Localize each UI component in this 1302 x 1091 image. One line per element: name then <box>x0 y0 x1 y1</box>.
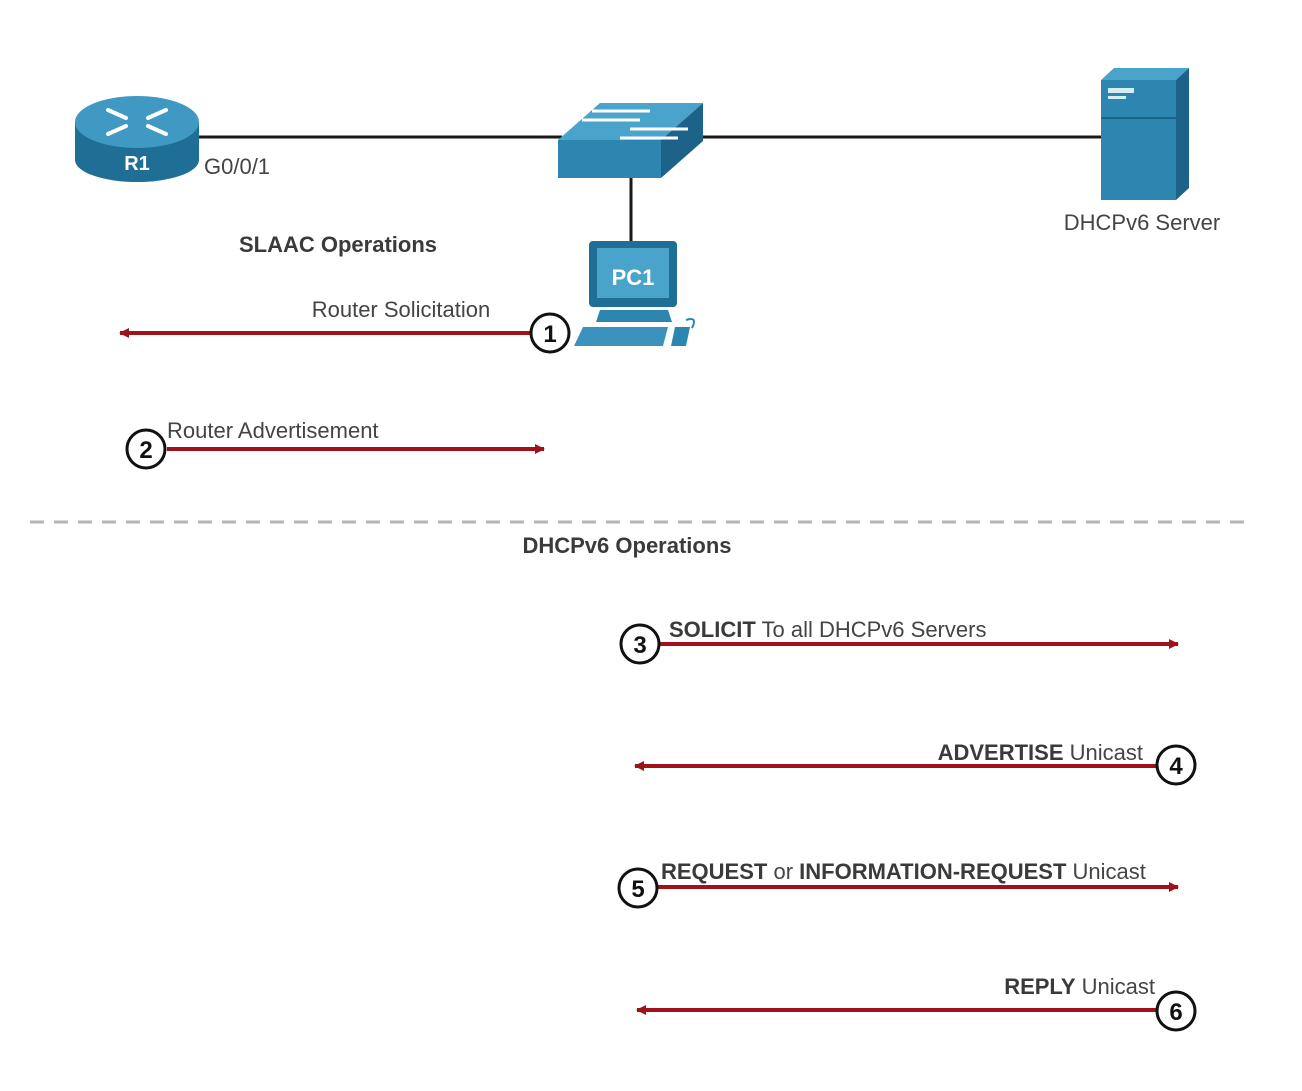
step-5-keyword-2: INFORMATION-REQUEST <box>799 859 1067 884</box>
step-5-detail: Unicast <box>1066 859 1145 884</box>
step-5-connector: or <box>767 859 799 884</box>
step-6-badge: 6 <box>1155 990 1197 1032</box>
svg-text:5: 5 <box>631 876 644 903</box>
server-label: DHCPv6 Server <box>1064 210 1220 235</box>
router-icon: R1 <box>75 96 199 182</box>
step-6-detail: Unicast <box>1076 974 1155 999</box>
step-4-label: ADVERTISE Unicast <box>938 740 1143 765</box>
step-4-keyword: ADVERTISE <box>938 740 1064 765</box>
step-5-label: REQUEST or INFORMATION-REQUEST Unicast <box>661 859 1146 884</box>
pc-label: PC1 <box>612 265 655 290</box>
step-3-keyword: SOLICIT <box>669 617 756 642</box>
step-3-label: SOLICIT To all DHCPv6 Servers <box>669 617 986 642</box>
svg-text:2: 2 <box>139 437 152 464</box>
step-5-badge: 5 <box>617 867 659 909</box>
step-3-badge: 3 <box>619 623 661 665</box>
step-4-detail: Unicast <box>1064 740 1143 765</box>
router-interface-label: G0/0/1 <box>204 154 270 179</box>
step-2-badge: 2 <box>125 428 167 470</box>
step-2-label: Router Advertisement <box>167 418 379 443</box>
server-icon <box>1101 68 1189 200</box>
slaac-section-title: SLAAC Operations <box>239 232 437 257</box>
svg-text:3: 3 <box>633 632 646 659</box>
step-6-label: REPLY Unicast <box>1004 974 1155 999</box>
pc-icon: PC1 <box>574 241 695 346</box>
step-3-detail: To all DHCPv6 Servers <box>756 617 987 642</box>
svg-text:6: 6 <box>1169 999 1182 1026</box>
switch-icon <box>558 103 703 178</box>
svg-text:4: 4 <box>1169 753 1183 780</box>
step-4-badge: 4 <box>1155 744 1197 786</box>
step-5-keyword-1: REQUEST <box>661 859 768 884</box>
svg-text:1: 1 <box>543 321 556 348</box>
router-label: R1 <box>124 153 150 175</box>
step-1-badge: 1 <box>529 312 571 354</box>
step-6-keyword: REPLY <box>1004 974 1076 999</box>
step-1-label: Router Solicitation <box>312 297 491 322</box>
dhcp-section-title: DHCPv6 Operations <box>522 533 731 558</box>
